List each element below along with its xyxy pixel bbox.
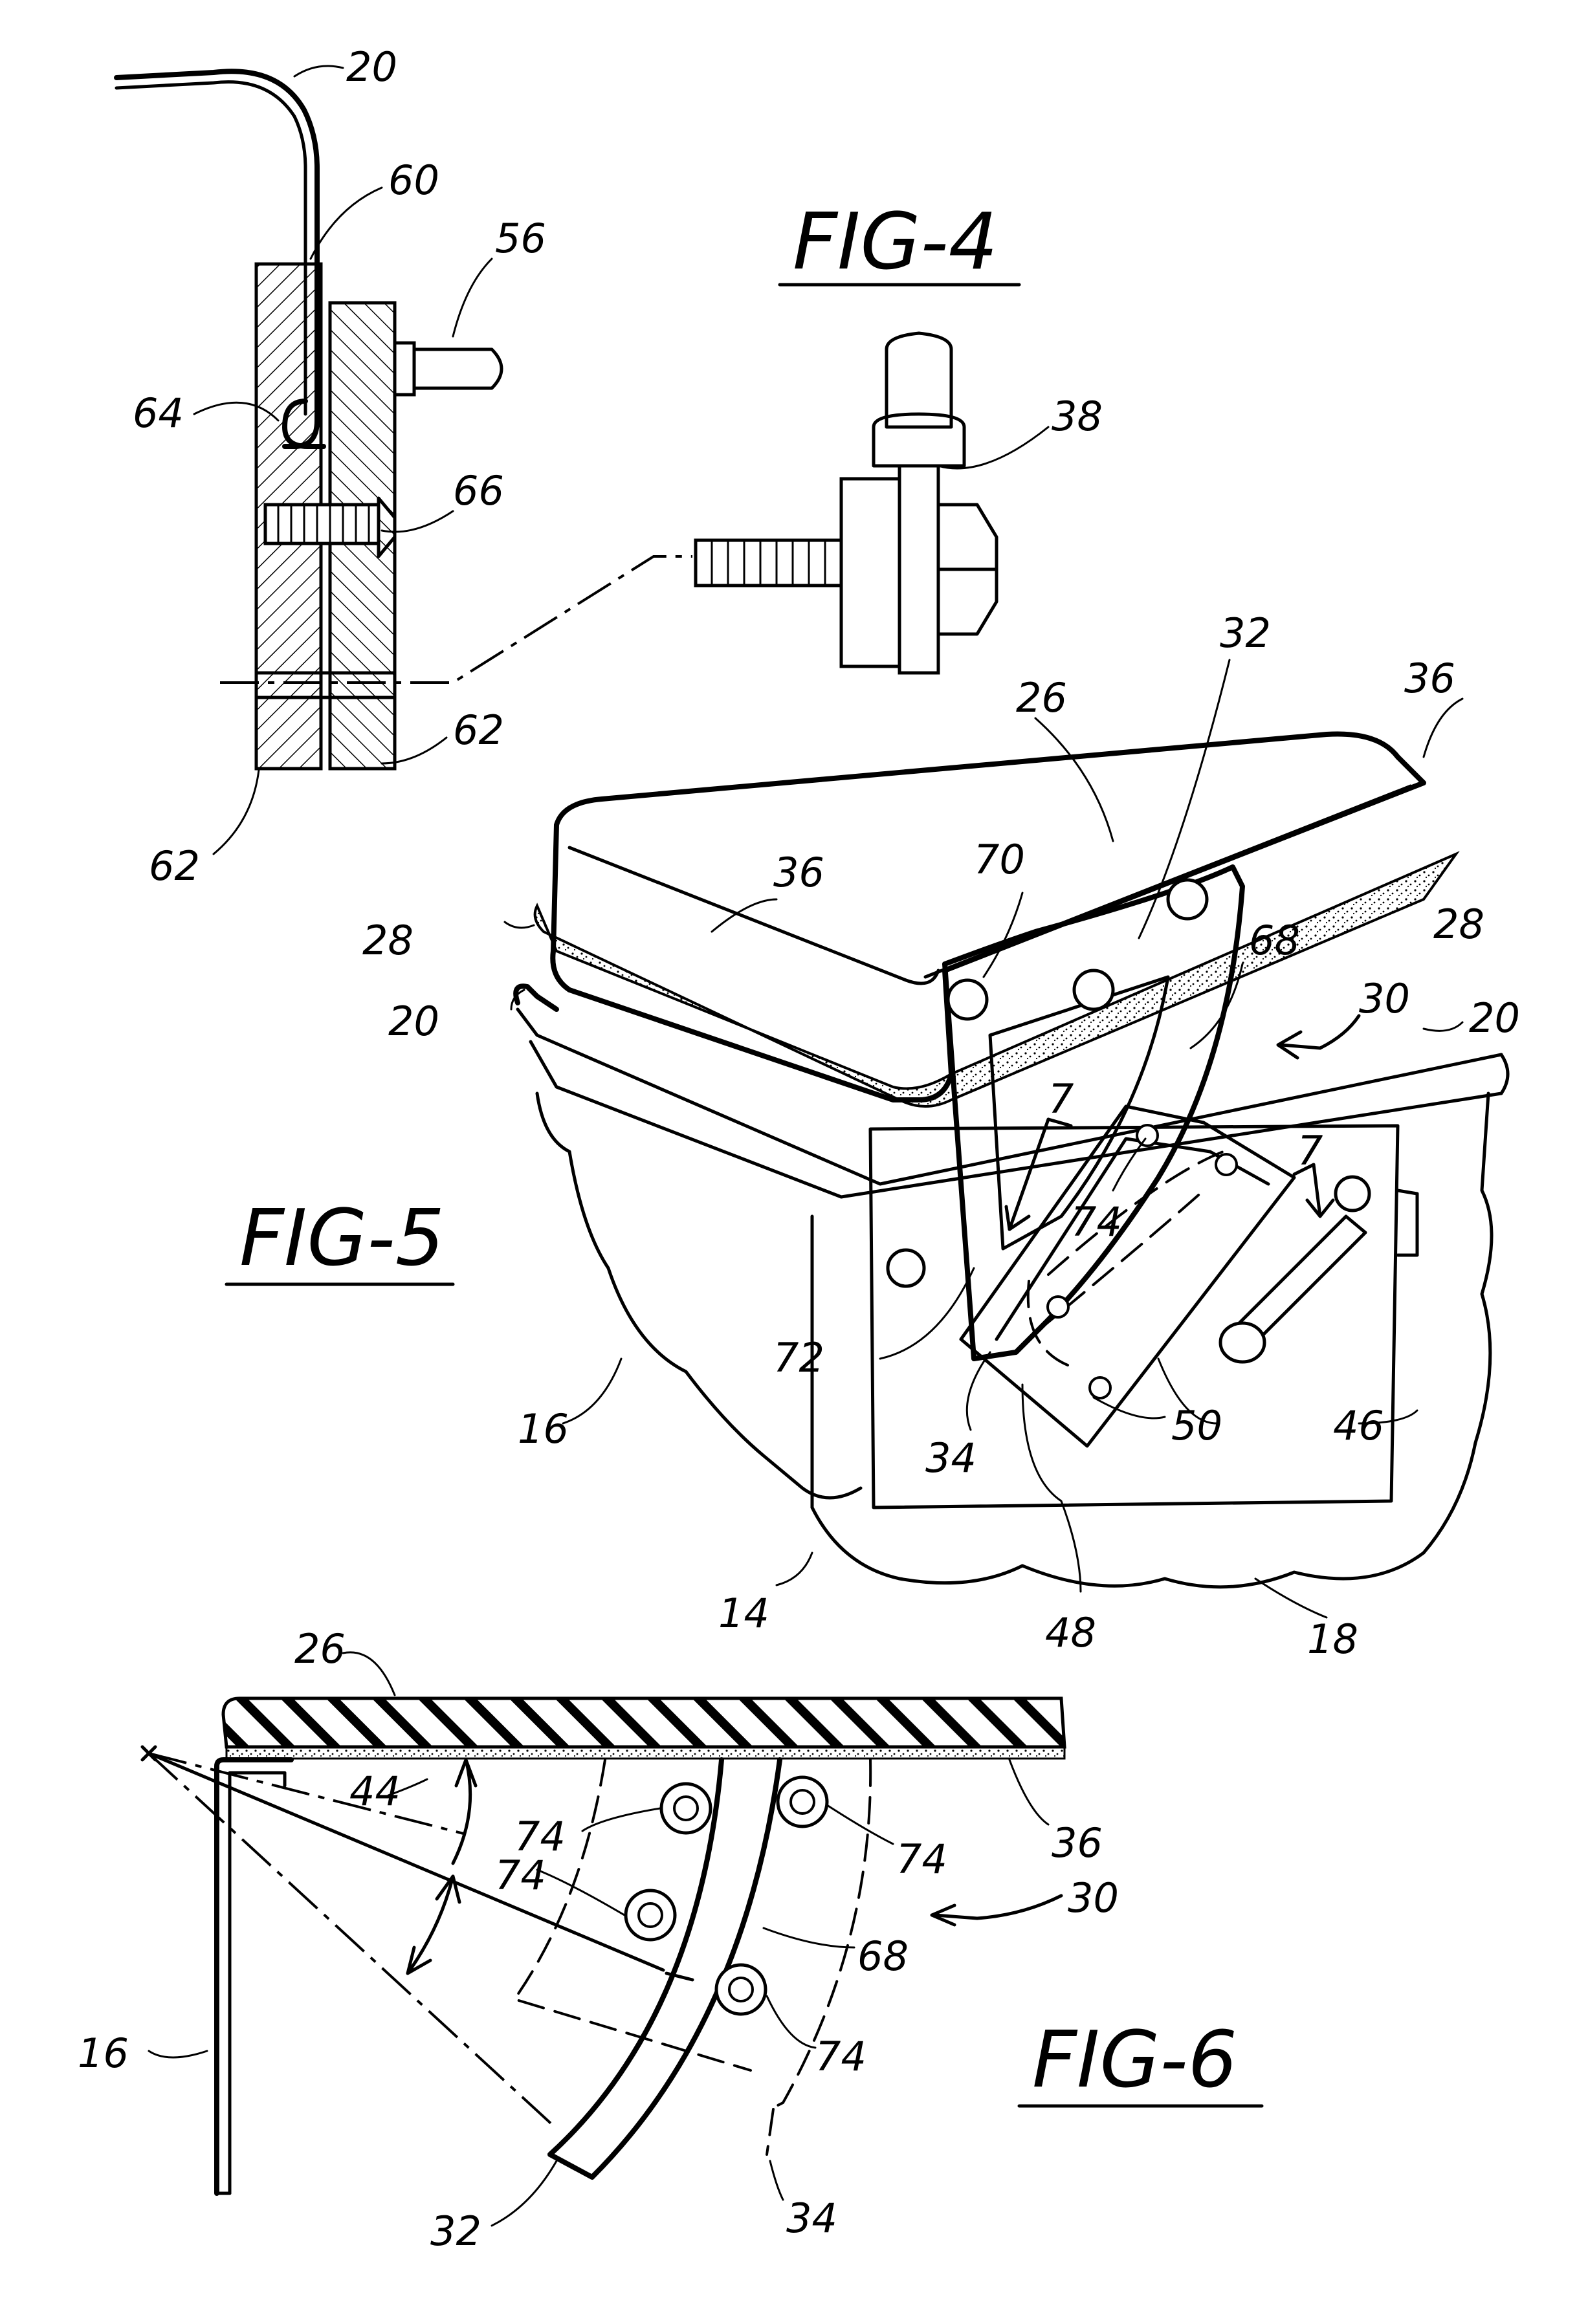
label-46: 46 — [1333, 1402, 1384, 1449]
label-62-right: 62 — [453, 707, 504, 754]
label-16: 16 — [518, 1405, 569, 1453]
figure-6-drawing — [140, 1651, 1066, 2227]
label-26: 26 — [1016, 674, 1067, 721]
label-48: 48 — [1045, 1609, 1096, 1656]
label-68: 68 — [1249, 917, 1300, 964]
label-64: 64 — [133, 389, 184, 437]
label-34: 34 — [925, 1434, 976, 1482]
label-20: 20 — [346, 43, 397, 91]
bolts-70 — [886, 878, 1371, 1288]
label-7-left: 7 — [1048, 1075, 1074, 1123]
bolts-74 — [1046, 1124, 1238, 1399]
label-44: 44 — [349, 1768, 401, 1815]
label-30-fig6: 30 — [1068, 1874, 1119, 1922]
label-32: 32 — [1220, 609, 1271, 657]
figure-4-title: FIG-4 — [793, 197, 998, 287]
label-28-right: 28 — [1433, 901, 1484, 948]
label-38: 38 — [1052, 393, 1103, 440]
label-18: 18 — [1307, 1616, 1358, 1663]
label-7-right: 7 — [1297, 1127, 1323, 1174]
figure-4-drawing — [114, 65, 1050, 855]
label-66: 66 — [453, 467, 504, 514]
label-36-fig6: 36 — [1052, 1819, 1103, 1867]
label-36-right: 36 — [1404, 655, 1455, 702]
figure-5-title: FIG-5 — [239, 1194, 445, 1284]
label-30: 30 — [1359, 975, 1410, 1022]
label-56: 56 — [495, 215, 546, 262]
label-26-fig6: 26 — [294, 1625, 346, 1672]
label-74-d: 74 — [815, 2033, 866, 2080]
label-20-right: 20 — [1469, 994, 1520, 1042]
label-36-left: 36 — [773, 849, 824, 896]
label-74-b: 74 — [896, 1836, 947, 1883]
label-70: 70 — [974, 836, 1025, 883]
label-62-left: 62 — [149, 842, 200, 890]
label-74: 74 — [1071, 1198, 1122, 1245]
label-14: 14 — [718, 1590, 769, 1637]
label-16-fig6: 16 — [78, 2030, 129, 2077]
label-68-fig6: 68 — [857, 1933, 909, 1980]
figure-5-drawing — [503, 659, 1510, 1619]
label-34-fig6: 34 — [786, 2195, 837, 2242]
label-50: 50 — [1171, 1402, 1222, 1449]
label-72: 72 — [773, 1334, 824, 1381]
label-32-fig6: 32 — [430, 2208, 481, 2255]
label-60: 60 — [388, 157, 439, 204]
label-74-a: 74 — [514, 1813, 566, 1860]
label-28-left: 28 — [362, 917, 414, 964]
label-74-c: 74 — [495, 1852, 546, 1899]
label-20-left: 20 — [388, 998, 439, 1045]
fig6-bolts-74 — [624, 1775, 829, 2016]
figure-6-title: FIG-6 — [1032, 2015, 1237, 2105]
